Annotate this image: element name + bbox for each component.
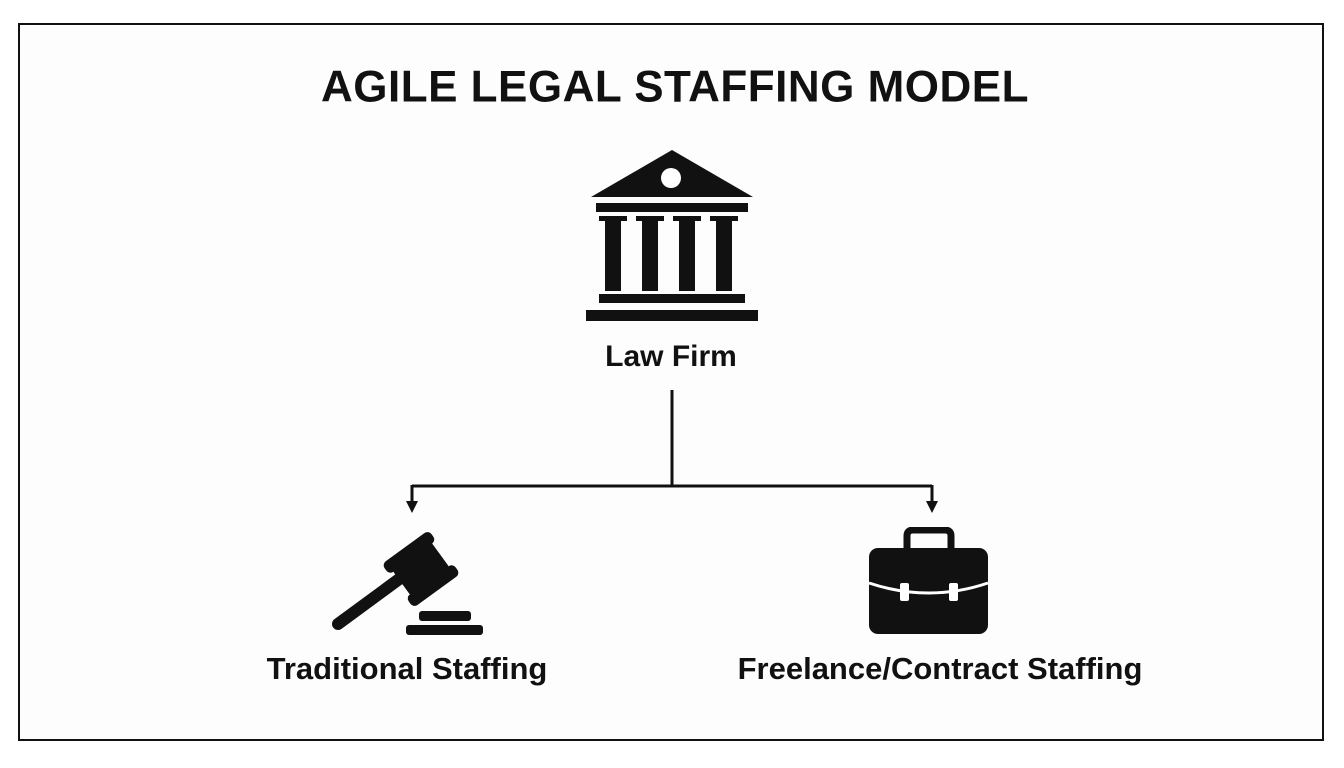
- briefcase-icon: [868, 527, 989, 634]
- diagram-title: AGILE LEGAL STAFFING MODEL: [320, 61, 1030, 112]
- arrowhead-left: [406, 501, 418, 513]
- diagram-frame: [18, 23, 1324, 741]
- node-label-freelance-contract-staffing: Freelance/Contract Staffing: [737, 651, 1143, 686]
- bank-building-icon: [586, 150, 758, 321]
- node-label-traditional-staffing: Traditional Staffing: [266, 651, 548, 686]
- node-label-law-firm: Law Firm: [605, 340, 737, 373]
- arrowhead-right: [926, 501, 938, 513]
- gavel-icon: [332, 532, 483, 635]
